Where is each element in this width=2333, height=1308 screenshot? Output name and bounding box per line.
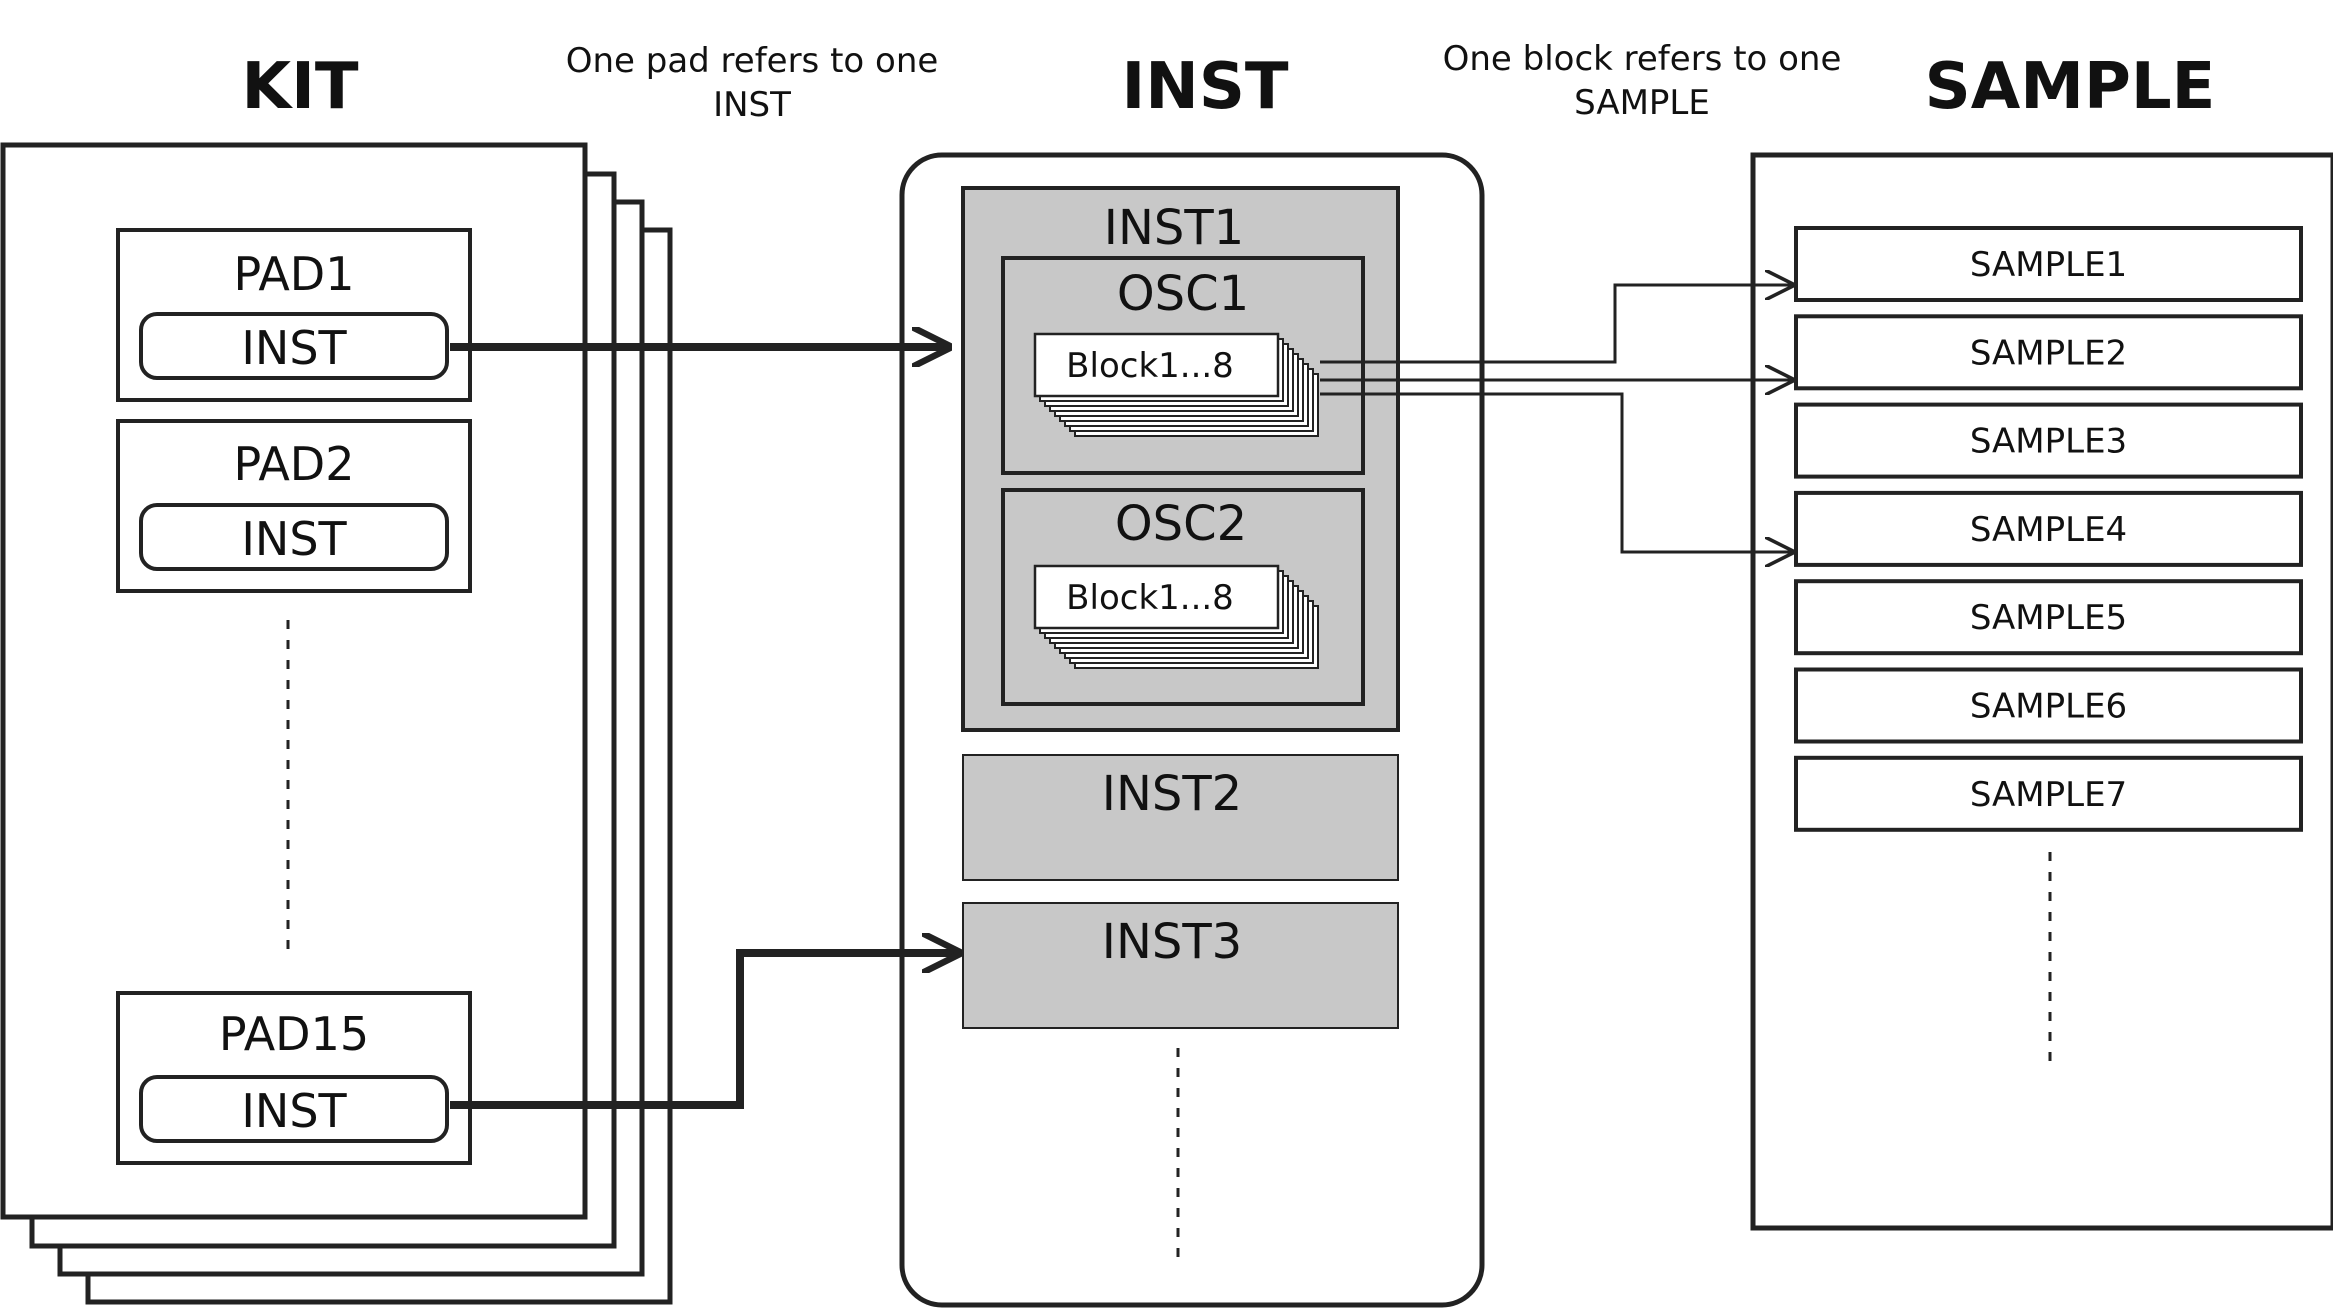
sample-item-label: SAMPLE6	[1970, 687, 2127, 727]
osc-2-label: OSC2	[1115, 496, 1247, 552]
sample-item-box[interactable]	[1794, 755, 2303, 832]
inst-2[interactable]: INST2	[962, 754, 1399, 881]
sample-item-3[interactable]: SAMPLE3	[1794, 402, 2303, 479]
sample-item-7[interactable]: SAMPLE7	[1794, 755, 2303, 832]
pad-1[interactable]: PAD1 INST	[116, 228, 472, 402]
sample-item-1[interactable]: SAMPLE1	[1794, 226, 2303, 302]
block-to-sample-note-line2: SAMPLE	[1574, 83, 1710, 123]
inst-1[interactable]: INST1 OSC1 Block1...8 OSC2 Block1...8	[961, 186, 1400, 732]
pad-15[interactable]: PAD15 INST	[116, 991, 472, 1165]
pad-15-label: PAD15	[219, 1007, 369, 1061]
pad-2-inst-button[interactable]	[139, 503, 449, 571]
block-to-sample-note-line1: One block refers to one	[1443, 39, 1842, 79]
pad-1-inst-label: INST	[241, 321, 347, 375]
sample-item-box[interactable]	[1794, 490, 2303, 567]
osc-2[interactable]: OSC2 Block1...8	[1001, 488, 1365, 706]
pad-to-inst-note-line2: INST	[713, 85, 791, 125]
sample-item-4[interactable]: SAMPLE4	[1794, 490, 2303, 567]
sample-item-label: SAMPLE4	[1970, 510, 2127, 550]
sample-item-box[interactable]	[1794, 226, 2303, 302]
osc-1-block[interactable]	[1033, 332, 1280, 398]
sample-item-box[interactable]	[1794, 402, 2303, 479]
inst-title: INST	[1121, 50, 1288, 124]
osc-1-label: OSC1	[1117, 266, 1249, 322]
sample-item-label: SAMPLE1	[1970, 245, 2127, 285]
sample-item-2[interactable]: SAMPLE2	[1794, 314, 2303, 391]
osc-2-block-label: Block1...8	[1066, 578, 1234, 618]
sample-item-6[interactable]: SAMPLE6	[1794, 667, 2303, 744]
sample-item-label: SAMPLE2	[1970, 333, 2127, 373]
pad-2-label: PAD2	[234, 437, 355, 491]
kit-title: KIT	[241, 50, 358, 124]
block-to-sample4-arrow	[1320, 392, 1792, 552]
sample-item-5[interactable]: SAMPLE5	[1794, 579, 2303, 656]
sample-item-label: SAMPLE3	[1970, 422, 2127, 462]
inst-2-label: INST2	[1102, 766, 1242, 822]
inst-3-label: INST3	[1102, 914, 1242, 970]
pad15-to-inst3-arrow	[450, 953, 958, 1109]
sample-item-label: SAMPLE5	[1970, 598, 2127, 638]
osc-1[interactable]: OSC1 Block1...8	[1001, 256, 1365, 475]
pad-15-inst-label: INST	[241, 1084, 347, 1138]
sample-title: SAMPLE	[1925, 50, 2216, 124]
block-to-sample1-arrow	[1320, 285, 1792, 364]
pad-1-inst-button[interactable]	[139, 312, 449, 380]
sample-item-box[interactable]	[1794, 314, 2303, 391]
pad-1-label: PAD1	[234, 247, 355, 301]
pad-2-inst-label: INST	[241, 512, 347, 566]
sample-item-label: SAMPLE7	[1970, 775, 2127, 815]
sample-item-box[interactable]	[1794, 579, 2303, 656]
inst-3[interactable]: INST3	[962, 902, 1399, 1029]
osc-1-block-label: Block1...8	[1066, 346, 1234, 386]
pad-2[interactable]: PAD2 INST	[116, 419, 472, 593]
sample-item-box[interactable]	[1794, 667, 2303, 744]
inst-1-label: INST1	[1104, 200, 1244, 256]
pad-to-inst-note-line1: One pad refers to one	[566, 41, 939, 81]
pad-15-inst-button[interactable]	[139, 1075, 449, 1143]
osc-2-block[interactable]	[1033, 564, 1280, 630]
sample-list: SAMPLE1SAMPLE2SAMPLE3SAMPLE4SAMPLE5SAMPL…	[1794, 226, 2303, 832]
